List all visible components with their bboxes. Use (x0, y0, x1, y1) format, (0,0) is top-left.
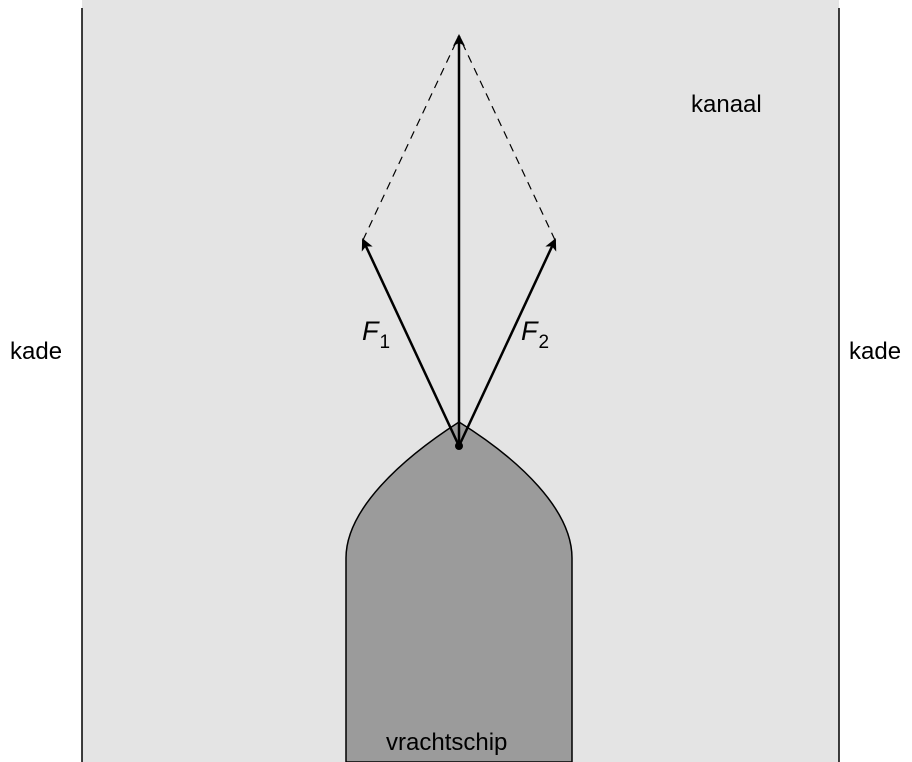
construction-line-left (362, 35, 460, 241)
quay-label-right: kade (849, 338, 901, 365)
application-point (455, 442, 463, 450)
force-symbol-f2: F (521, 316, 539, 346)
force-vector-f1 (361, 238, 461, 447)
force-symbol-f1: F (362, 316, 380, 346)
force-label-f1: F1 (362, 316, 390, 353)
force-subscript-f2: 2 (539, 332, 550, 353)
force-subscript-f1: 1 (380, 332, 391, 353)
force-vector-f2 (457, 238, 557, 447)
ship-label: vrachtschip (386, 729, 507, 756)
construction-line-right (458, 35, 556, 241)
canal-label: kanaal (691, 91, 762, 118)
quay-label-left: kade (10, 338, 62, 365)
force-label-f2: F2 (521, 316, 549, 353)
